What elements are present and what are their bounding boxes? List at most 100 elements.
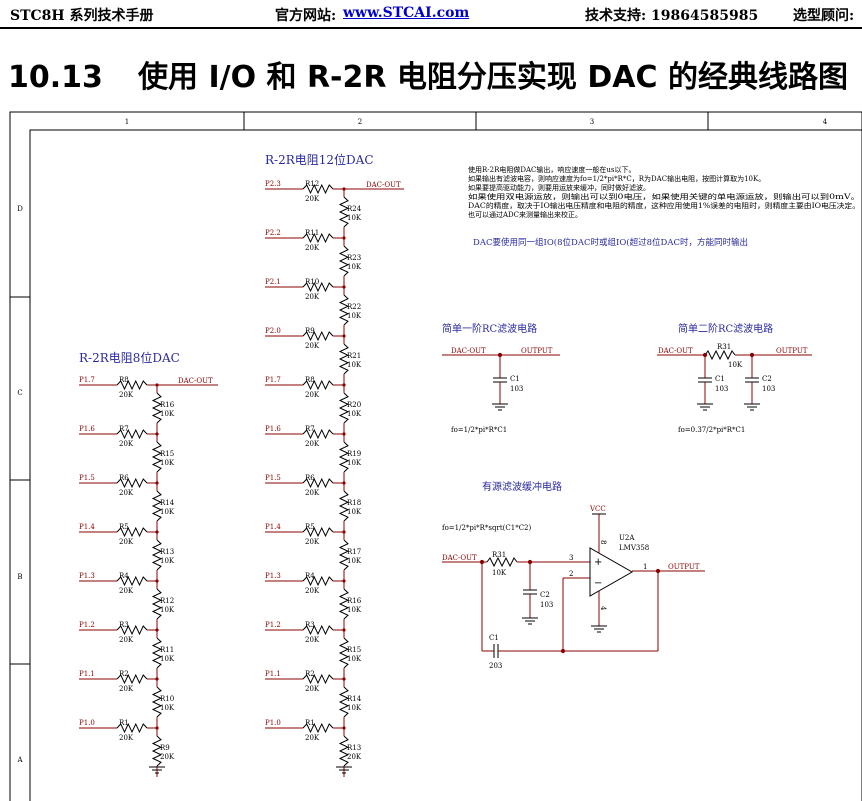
ladder-res-value: 10K xyxy=(347,704,362,712)
opamp-plus: + xyxy=(594,557,602,568)
input-res-value: 20K xyxy=(305,587,320,595)
opamp-symbol xyxy=(589,547,634,597)
af-junction-3 xyxy=(560,648,566,654)
f2-junction-1 xyxy=(702,352,708,358)
port-label: P1.3 xyxy=(79,572,95,580)
input-resistor xyxy=(302,183,334,195)
f1-cap-value: 103 xyxy=(510,385,523,393)
ladder-res-value: 10K xyxy=(347,459,362,467)
ladder-resistor xyxy=(338,392,350,424)
manual-title: STC8H 系列技术手册 xyxy=(10,8,154,24)
frame-labels: 1 2 3 4 D C B A xyxy=(16,118,827,764)
input-resistor xyxy=(116,624,148,636)
input-res-value: 20K xyxy=(119,440,134,448)
dac8-title: R-2R电阻8位DAC xyxy=(79,350,180,365)
af-c2-ground-icon xyxy=(522,617,538,625)
ladder-res-value: 10K xyxy=(160,655,175,663)
ladder-res-ref: R15 xyxy=(347,646,361,654)
note-line-3: 如果要提高驱动能力，则要用运放来缓冲，同时做好滤波。 xyxy=(468,183,650,192)
af-c1-value: 203 xyxy=(489,662,502,670)
af-junction-1 xyxy=(527,559,533,565)
ladder-resistor xyxy=(338,539,350,571)
site-link[interactable]: www.STCAI.com xyxy=(343,5,470,21)
ladder-resistor xyxy=(338,686,350,718)
f1-out-label: OUTPUT xyxy=(521,347,553,355)
af-c1-ref: C1 xyxy=(489,634,499,642)
site-label: 官方网站: xyxy=(275,8,337,24)
f1-title: 简单一阶RC滤波电路 xyxy=(442,322,537,335)
ladder-res-ref: R14 xyxy=(347,695,362,703)
input-res-value: 20K xyxy=(305,195,320,203)
f2-c1-value: 103 xyxy=(715,385,728,393)
af-res-value: 10K xyxy=(492,569,507,577)
ladder-res-value: 10K xyxy=(347,361,362,369)
input-res-value: 20K xyxy=(119,489,134,497)
input-res-ref: R7 xyxy=(305,425,315,433)
input-res-value: 20K xyxy=(305,734,320,742)
ladder-res-ref: R22 xyxy=(347,303,361,311)
port-label: P1.4 xyxy=(79,523,95,531)
f2-c2-ref: C2 xyxy=(762,375,772,383)
section-number: 10.13 xyxy=(8,60,103,95)
drawing-frame xyxy=(9,111,862,801)
ladder-res-value: 20K xyxy=(160,753,175,761)
ladder-resistor xyxy=(338,735,350,767)
ladder-resistor xyxy=(151,441,163,473)
input-res-ref: R4 xyxy=(119,572,129,580)
pin4-label: 4 xyxy=(599,606,607,611)
ladder-res-value: 10K xyxy=(160,704,175,712)
port-label: P1.4 xyxy=(265,523,281,531)
input-resistor xyxy=(302,281,334,293)
row-label-a: A xyxy=(16,756,23,764)
port-label: P1.1 xyxy=(79,670,95,678)
input-res-ref: R9 xyxy=(305,327,315,335)
port-label: P1.0 xyxy=(265,719,281,727)
input-resistor xyxy=(116,379,148,391)
af-junction-4 xyxy=(655,568,661,574)
f2-res-value: 10K xyxy=(728,361,743,369)
input-res-ref: R7 xyxy=(119,425,129,433)
section-title: 10.13 使用 I/O 和 R-2R 电阻分压实现 DAC 的经典线路图 xyxy=(8,52,848,96)
ladder-resistor xyxy=(338,245,350,277)
port-label: P2.0 xyxy=(265,327,281,335)
ladder-res-ref: R21 xyxy=(347,352,361,360)
frame-border xyxy=(9,111,862,801)
input-resistor xyxy=(116,526,148,538)
support-text: 技术支持: 19864585985 xyxy=(585,8,759,24)
f2-out-label: OUTPUT xyxy=(776,347,808,355)
f2-c2-value: 103 xyxy=(762,385,775,393)
note-line-5: DAC的精度，取决于IO输出电压精度和电阻的精度，这种应用使用1%误差的电阻时，… xyxy=(468,201,860,210)
ladder-res-ref: R19 xyxy=(347,450,361,458)
input-res-ref: R2 xyxy=(119,670,129,678)
input-res-ref: R5 xyxy=(119,523,129,531)
input-res-value: 20K xyxy=(119,734,134,742)
input-resistor xyxy=(302,722,334,734)
input-res-value: 20K xyxy=(305,244,320,252)
input-res-value: 20K xyxy=(305,685,320,693)
input-res-value: 20K xyxy=(305,342,320,350)
ladder-res-ref: R20 xyxy=(347,401,361,409)
ladder-res-ref: R12 xyxy=(160,597,174,605)
opamp-minus: − xyxy=(594,578,602,589)
af-out-label: OUTPUT xyxy=(668,563,700,571)
f1-ground-icon xyxy=(492,403,508,411)
input-resistor xyxy=(302,428,334,440)
section-heading: 使用 I/O 和 R-2R 电阻分压实现 DAC 的经典线路图 xyxy=(138,60,848,95)
input-res-value: 20K xyxy=(119,685,134,693)
input-res-ref: R3 xyxy=(305,621,315,629)
ladder-resistor xyxy=(338,294,350,326)
